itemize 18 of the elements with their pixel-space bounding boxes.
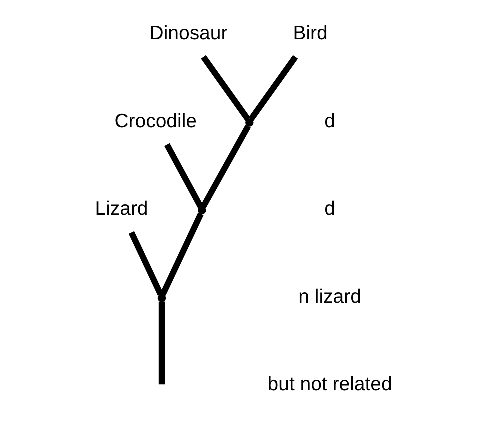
connector (248, 55, 298, 122)
label: but not related (267, 374, 392, 396)
connector (164, 143, 204, 209)
node-text: Lizard (94, 198, 148, 220)
node-text: Bird (292, 22, 328, 45)
connector (200, 55, 250, 122)
label: d (324, 110, 335, 132)
node-point (198, 206, 206, 215)
connector (200, 124, 251, 209)
connector (160, 212, 204, 296)
label: n lizard (298, 286, 361, 308)
node-text: Crocodile (114, 110, 196, 132)
node-text: Dinosaur (149, 22, 228, 45)
connector (128, 231, 164, 296)
node-point (157, 294, 166, 302)
node-point (245, 118, 254, 127)
label: d (324, 198, 335, 220)
connector (158, 302, 164, 385)
